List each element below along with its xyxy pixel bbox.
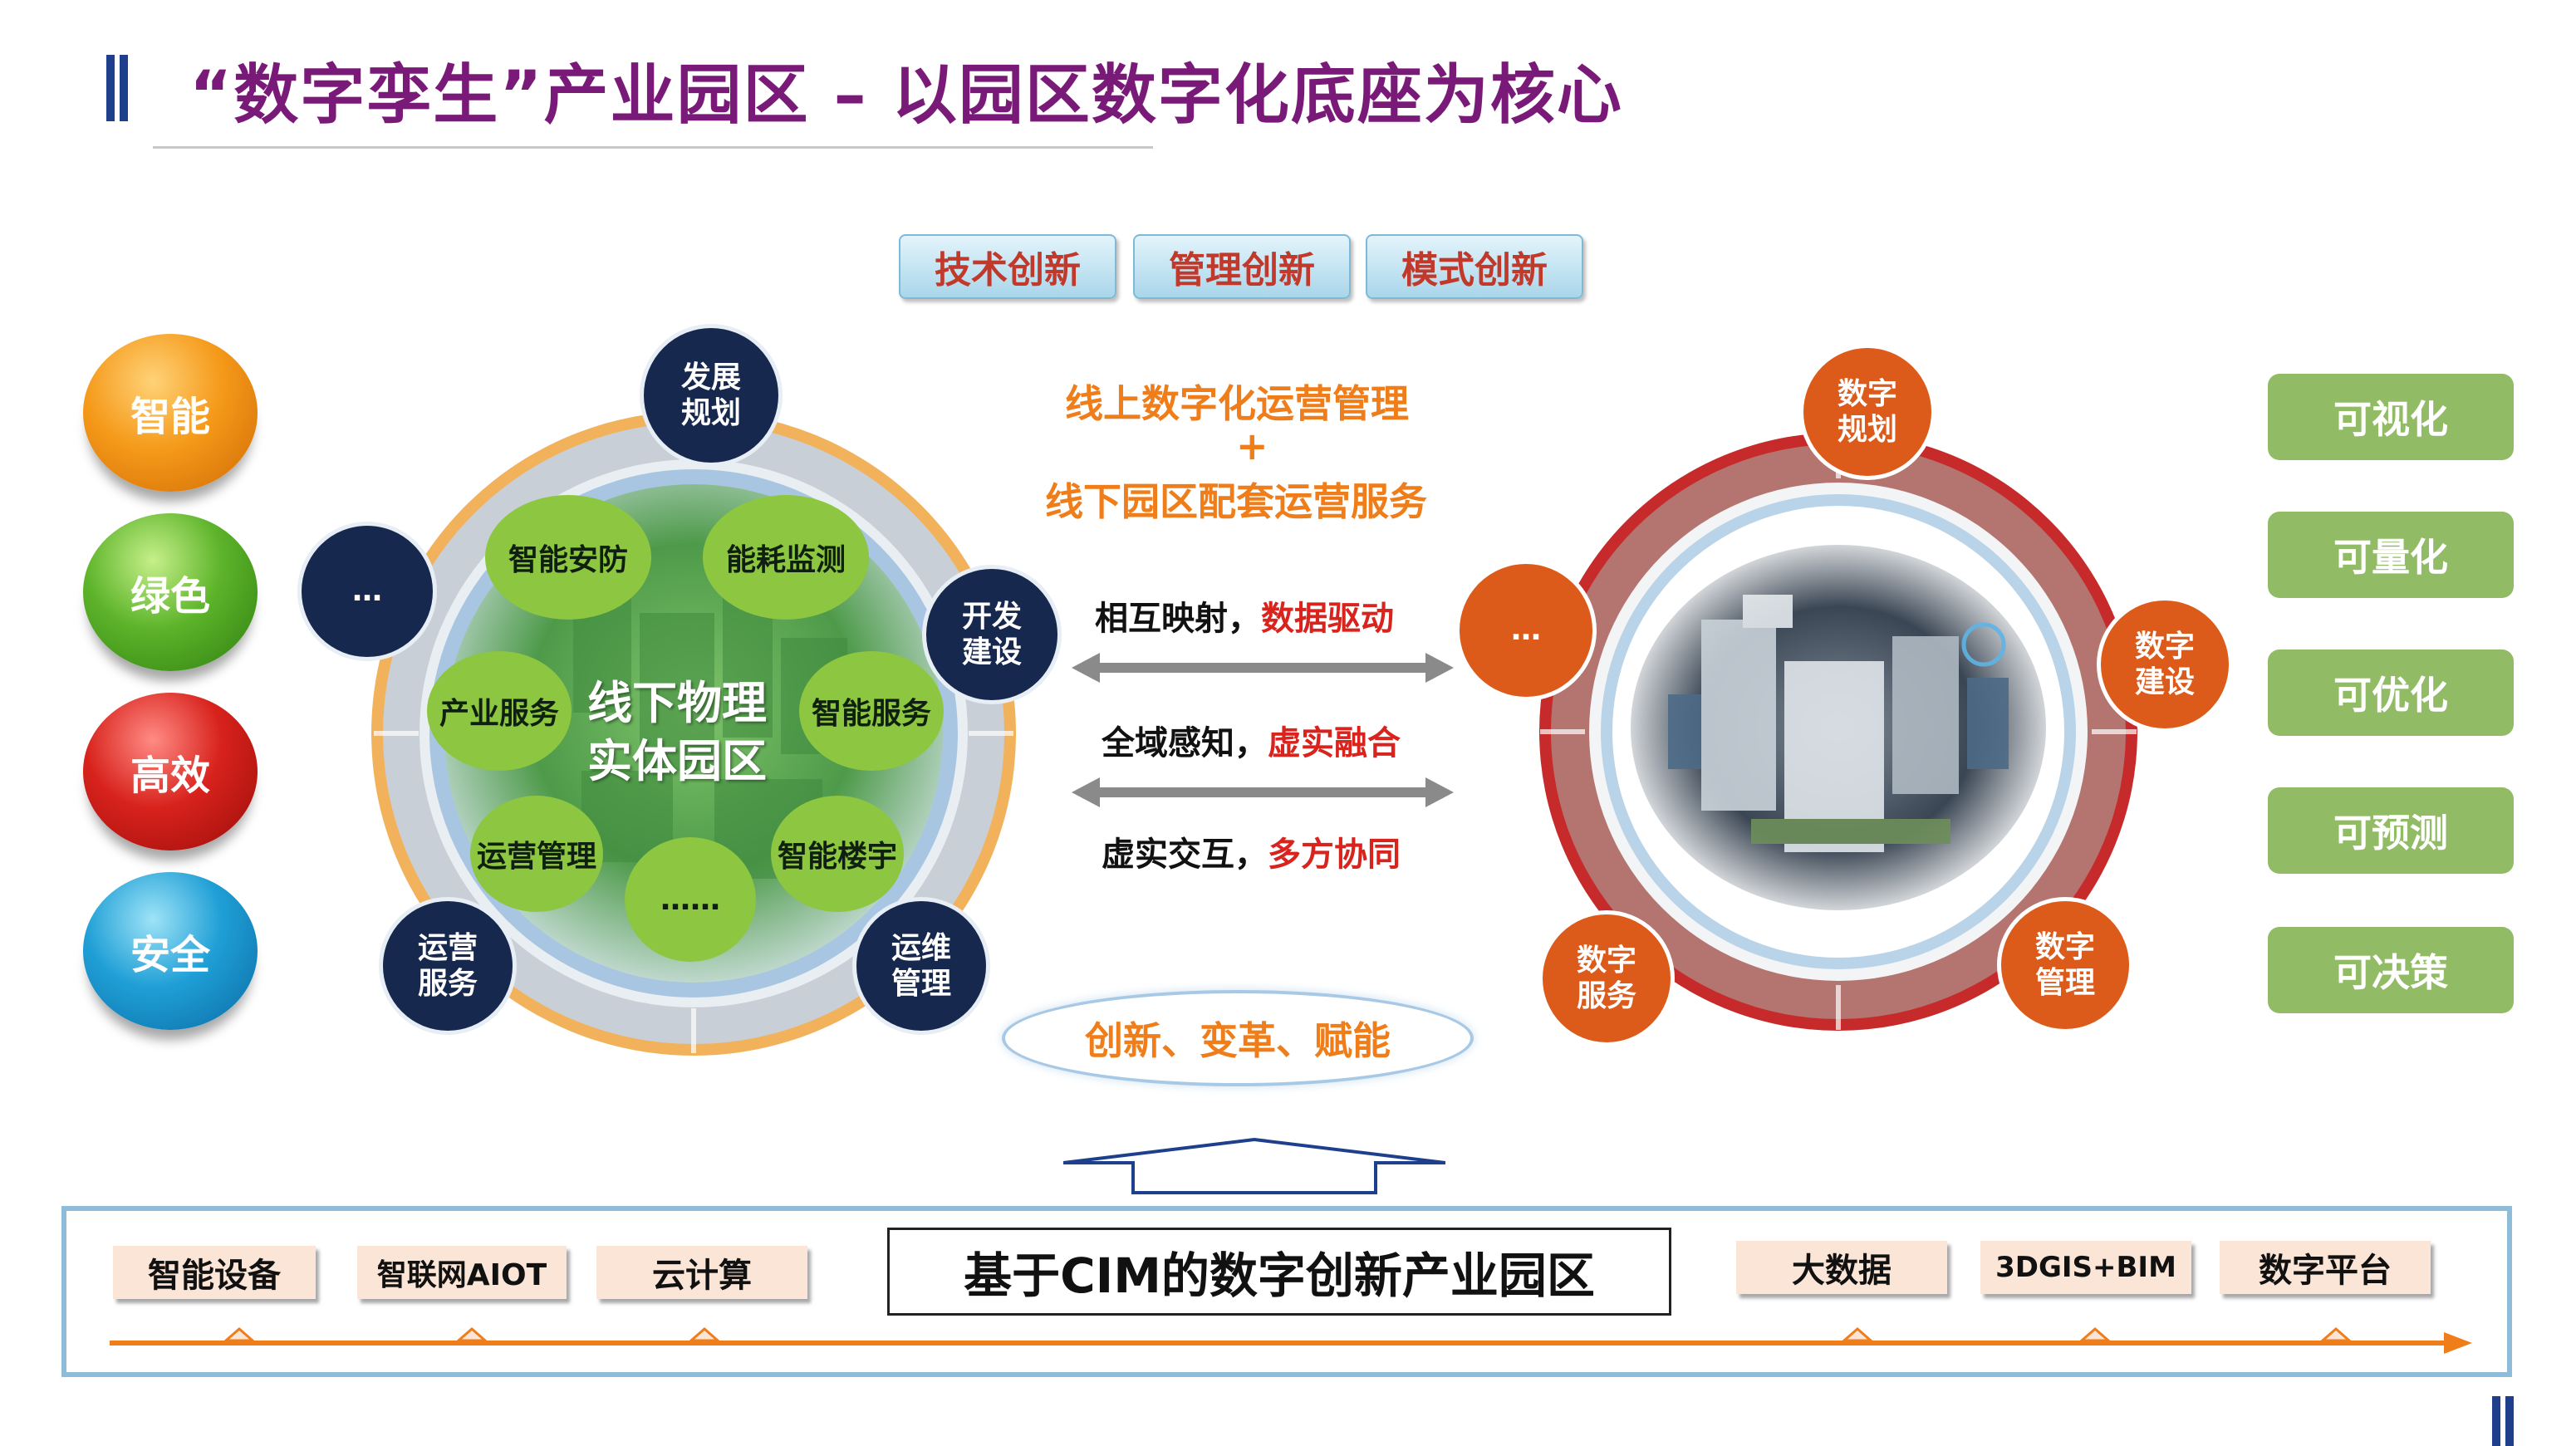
title-underline [153,146,1153,149]
node-digital-service[interactable]: 数字服务 [1538,910,1675,1047]
tech-smart-device: 智能设备 [113,1246,316,1299]
upward-arrow [1063,1138,1445,1194]
middle-line2: 线下园区配套运营服务 [1045,479,1427,524]
node-operation-service[interactable]: 运营服务 [379,897,517,1035]
node-left-ellipsis[interactable]: … [297,522,437,661]
tech-cloud: 云计算 [596,1246,807,1299]
node-operation-maintenance-label: 运维管理 [891,930,951,1001]
page-title: “数字孪生”产业园区 – 以园区数字化底座为核心 [189,58,1623,133]
tech-big-data: 大数据 [1736,1241,1947,1294]
node-digital-planning[interactable]: 数字规划 [1799,344,1936,480]
node-digital-management[interactable]: 数字管理 [1997,897,2133,1033]
model-innovation-button[interactable]: 模式创新 [1366,234,1583,299]
cim-park-title: 基于CIM的数字创新产业园区 [887,1228,1671,1316]
label-predictable: 可预测 [2268,787,2514,874]
tech-3dgis-bim: 3DGIS+BIM [1980,1241,2191,1294]
title-accent-bar [106,55,115,121]
middle-plus: + [1236,424,1268,468]
double-arrow-bottom [1072,777,1454,807]
node-development-planning-label: 发展规划 [680,360,741,430]
innovation-ellipse: 创新、变革、赋能 [1002,990,1474,1086]
mapping-row-b: 数据驱动 [1261,600,1394,638]
node-digital-planning-label: 数字规划 [1837,376,1897,447]
node-digital-construction-label: 数字建设 [2134,629,2195,699]
double-arrow-top [1072,653,1454,683]
perception-row-b: 虚实融合 [1268,724,1401,762]
label-visualizable: 可视化 [2268,374,2514,460]
node-right-ellipsis[interactable]: … [1455,560,1597,701]
node-industry-service[interactable]: 产业服务 [427,651,572,771]
tech-innovation-button[interactable]: 技术创新 [899,234,1116,299]
node-operation-management[interactable]: 运营管理 [470,796,603,912]
node-energy-monitoring[interactable]: 能耗监测 [703,495,869,620]
node-development-construction[interactable]: 开发建设 [922,565,1062,704]
node-right-ellipsis-label: … [1511,613,1541,648]
node-development-construction-label: 开发建设 [961,599,1022,669]
node-operation-service-label: 运营服务 [417,930,478,1001]
node-development-planning[interactable]: 发展规划 [640,324,783,467]
node-digital-management-label: 数字管理 [2034,929,2095,1000]
perception-row: 全域感知，虚实融合 [1102,716,1401,764]
mapping-row-a: 相互映射， [1095,600,1261,638]
perception-row-a: 全域感知， [1102,724,1268,762]
innovation-ellipse-label: 创新、变革、赋能 [1085,1018,1391,1063]
foundation-arrow [110,1327,2472,1354]
title-accent-bar-2 [120,55,128,121]
node-inner-ellipsis[interactable]: …… [625,837,756,962]
node-digital-service-label: 数字服务 [1576,943,1636,1013]
sphere-safety: 安全 [83,872,258,1030]
label-quantifiable: 可量化 [2268,512,2514,598]
corner-accent-bar [2492,1396,2500,1446]
label-optimizable: 可优化 [2268,649,2514,736]
corner-accent-bar-2 [2505,1396,2514,1446]
label-decidable: 可决策 [2268,927,2514,1013]
left-center-line2: 实体园区 [587,734,767,787]
mapping-row: 相互映射，数据驱动 [1095,591,1394,640]
interaction-row-b: 多方协同 [1268,836,1401,874]
middle-line1: 线上数字化运营管理 [1065,381,1409,426]
node-operation-maintenance[interactable]: 运维管理 [852,897,990,1035]
sphere-smart: 智能 [83,334,258,492]
sphere-efficient: 高效 [83,693,258,850]
node-smart-service[interactable]: 智能服务 [799,651,944,771]
node-smart-security[interactable]: 智能安防 [485,495,651,620]
left-center-line1: 线下物理 [587,676,767,729]
right-ring-graphic [1539,433,2137,1031]
management-innovation-button[interactable]: 管理创新 [1133,234,1351,299]
foundation-box [61,1206,2512,1377]
interaction-row-a: 虚实交互， [1102,836,1268,874]
node-smart-building[interactable]: 智能楼宇 [771,796,904,912]
tech-digital-platform: 数字平台 [2220,1241,2431,1294]
sphere-green: 绿色 [83,513,258,671]
interaction-row: 虚实交互，多方协同 [1102,827,1401,875]
tech-aiot: 智联网AIOT [357,1246,567,1299]
node-left-ellipsis-label: … [352,574,382,609]
node-digital-construction[interactable]: 数字建设 [2097,596,2233,733]
